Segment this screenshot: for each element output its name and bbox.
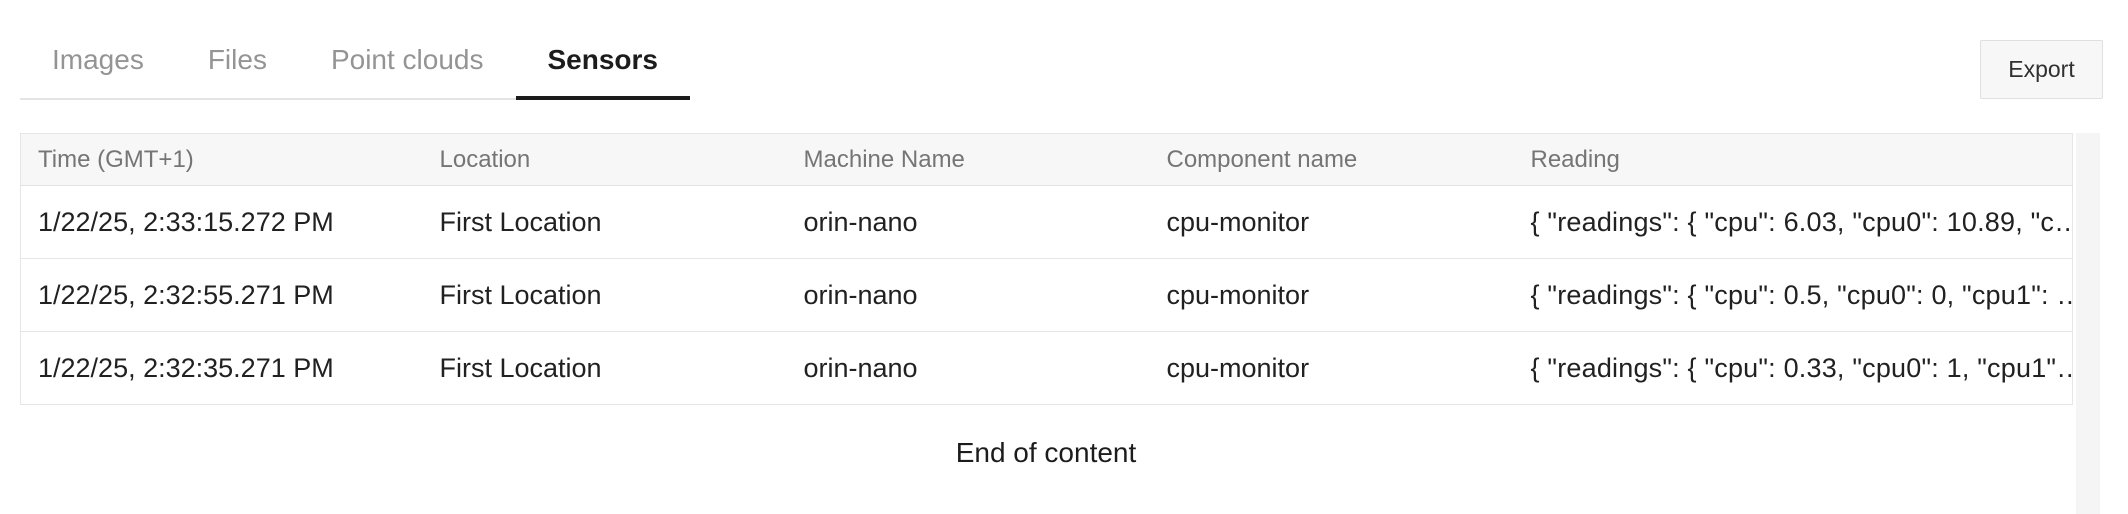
cell-reading: { "readings": { "cpu": 0.33, "cpu0": 1, …: [1530, 352, 2073, 383]
column-header-location: Location: [422, 133, 787, 186]
table-row: 1/22/25, 2:32:55.271 PM First Location o…: [20, 258, 2073, 332]
tab-sensors[interactable]: Sensors: [515, 26, 691, 100]
cell-time: 1/22/25, 2:33:15.272 PM: [20, 185, 423, 259]
tab-images[interactable]: Images: [20, 26, 176, 100]
column-header-time: Time (GMT+1): [20, 133, 423, 186]
cell-component-name: cpu-monitor: [1149, 258, 1514, 332]
data-type-tabs: Images Files Point clouds Sensors: [20, 26, 690, 100]
end-of-content-message: End of content: [955, 437, 1137, 468]
tab-files[interactable]: Files: [175, 26, 300, 100]
cell-component-name: cpu-monitor: [1166, 352, 1310, 383]
column-header-component-name: Component name: [1149, 133, 1514, 186]
export-button[interactable]: Export: [1980, 40, 2103, 99]
cell-component-name: cpu-monitor: [1149, 185, 1514, 259]
table-row: 1/22/25, 2:32:35.271 PM First Location o…: [21, 332, 2073, 405]
cell-time: 1/22/25, 2:32:35.271 PM: [38, 352, 334, 383]
cell-location: First Location: [439, 352, 602, 383]
table-header: Time (GMT+1) Location Machine Name Compo…: [20, 133, 2073, 186]
tab-point-clouds[interactable]: Point clouds: [298, 26, 516, 100]
cell-reading: { "readings": { "cpu": 6.03, "cpu0": 10.…: [1513, 185, 2073, 259]
cell-machine-name: orin-nano: [803, 352, 918, 383]
cell-machine-name: orin-nano: [786, 258, 1150, 332]
table-row: 1/22/25, 2:33:15.272 PM First Location o…: [20, 185, 2073, 259]
column-header-reading: Reading: [1513, 133, 2073, 186]
column-header-machine-name: Machine Name: [786, 133, 1150, 186]
sensor-readings-table: Time (GMT+1) Location Machine Name Compo…: [20, 133, 2073, 405]
vertical-scrollbar-track[interactable]: [2076, 133, 2100, 514]
cell-time: 1/22/25, 2:32:55.271 PM: [20, 258, 423, 332]
cell-reading: { "readings": { "cpu": 0.5, "cpu0": 0, "…: [1513, 258, 2073, 332]
cell-machine-name: orin-nano: [786, 185, 1150, 259]
cell-location: First Location: [422, 185, 787, 259]
cell-location: First Location: [422, 258, 787, 332]
